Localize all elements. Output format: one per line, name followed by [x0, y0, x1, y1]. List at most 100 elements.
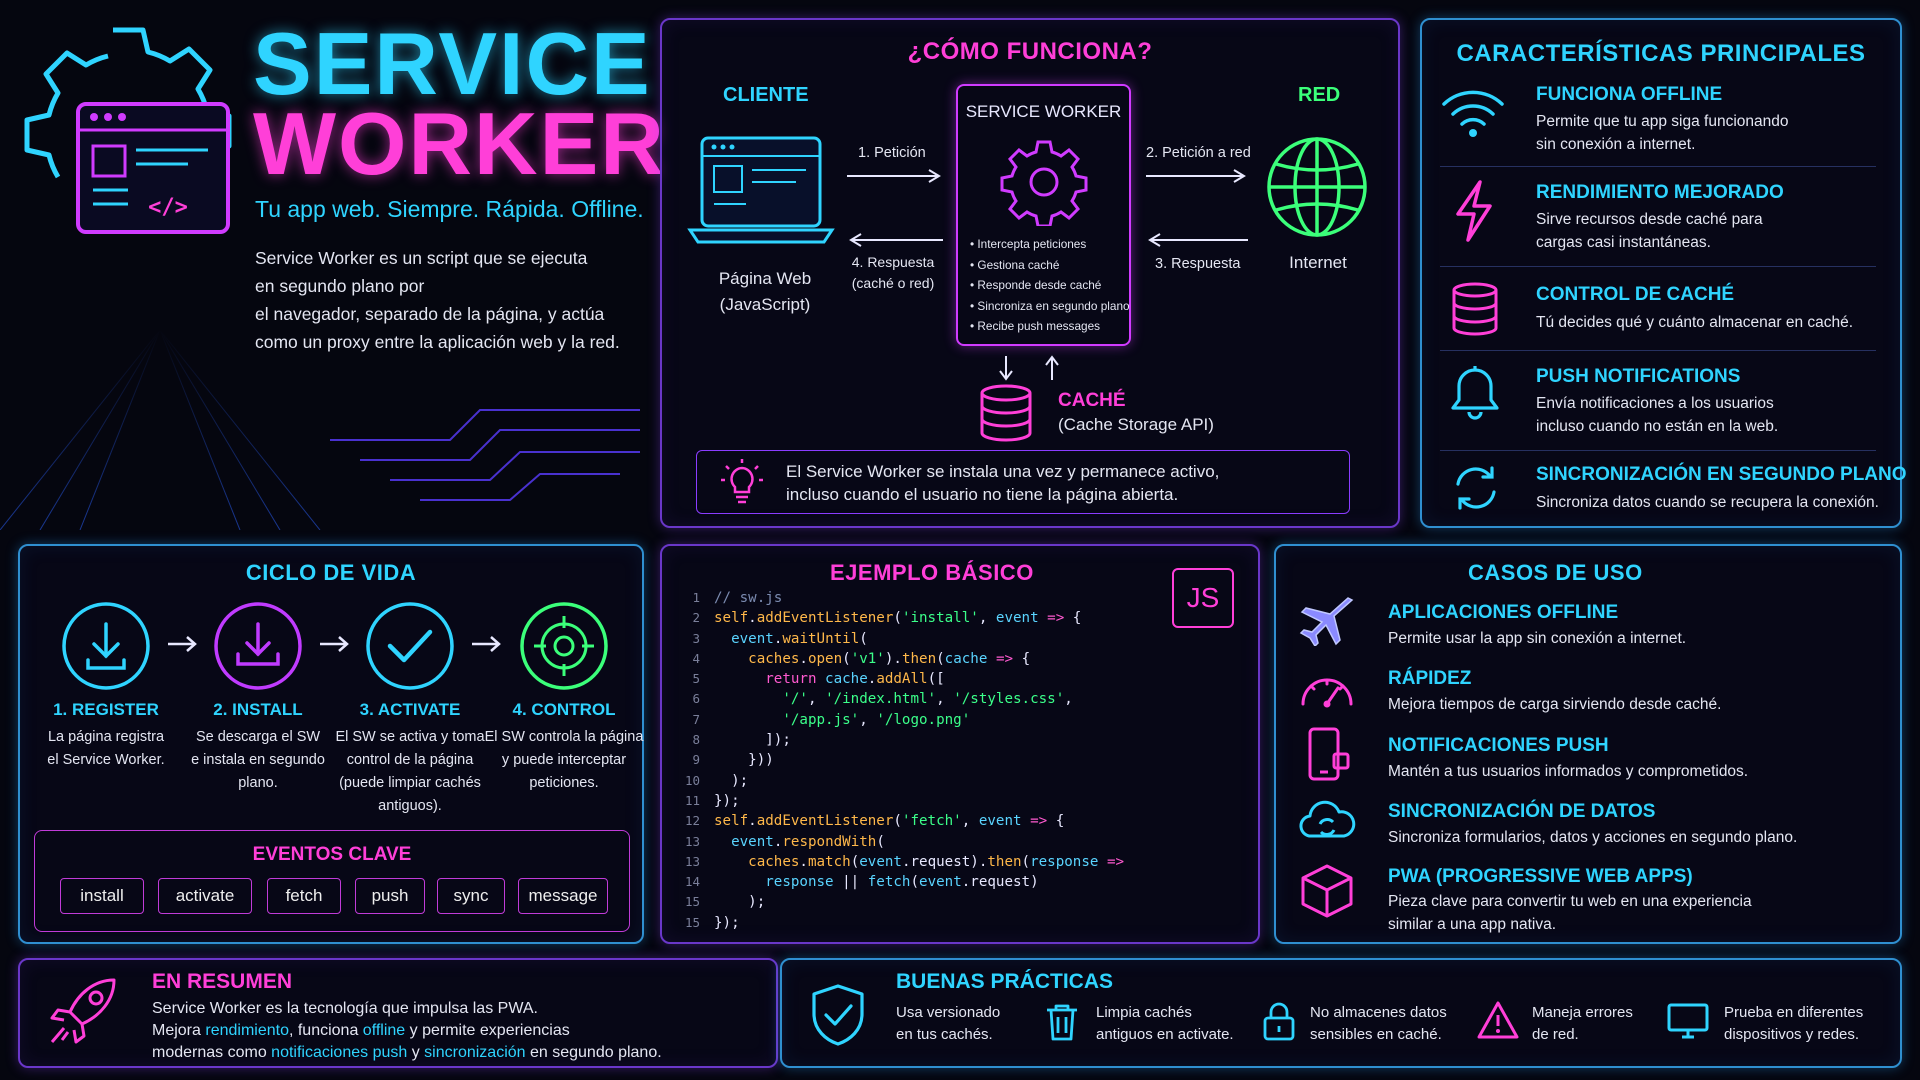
features-title: CARACTERÍSTICAS PRINCIPALES	[1456, 40, 1866, 67]
usecase-desc-line: Pieza clave para convertir tu web en una…	[1388, 893, 1752, 910]
internet-caption: Internet	[1289, 253, 1347, 272]
line-number: 14	[684, 874, 700, 890]
note-text: El Service Worker se instala una vez y p…	[786, 460, 1219, 506]
step-title: 2. INSTALL	[213, 700, 303, 719]
sw-point: • Responde desde caché	[970, 278, 1102, 293]
lifecycle-title: CICLO DE VIDA	[245, 560, 417, 585]
step-desc-line: La página registra	[47, 729, 165, 745]
client-caption: Página Web (JavaScript)	[700, 266, 830, 318]
sw-point: • Intercepta peticiones	[970, 237, 1087, 251]
event-tag[interactable]: sync	[437, 878, 505, 914]
code-line: response || fetch(event.request)	[765, 874, 1039, 891]
arrow-4-label: 4. Respuesta (caché o red)	[848, 252, 938, 294]
how-title: ¿CÓMO FUNCIONA?	[907, 38, 1153, 65]
code-line: );	[714, 772, 749, 789]
summary-text-span: y	[407, 1044, 425, 1061]
step-desc-line: Se descarga el SW	[195, 729, 321, 745]
feature-desc-line: sin conexión a internet.	[1536, 136, 1696, 153]
control-target-icon	[520, 602, 608, 690]
feature-desc: Tú decides qué y cuánto almacenar en cac…	[1536, 311, 1853, 334]
arrow-right-icon	[472, 636, 501, 652]
feature-title: RENDIMIENTO MEJORADO	[1536, 182, 1784, 203]
activate-check-icon	[366, 602, 454, 690]
register-icon	[62, 602, 150, 690]
red-label: RED	[1298, 84, 1341, 106]
line-number: 7	[692, 711, 700, 727]
cache-label: CACHÉ	[1058, 390, 1126, 411]
client-label: CLIENTE	[723, 84, 809, 106]
note-line: El Service Worker se instala una vez y p…	[786, 462, 1220, 481]
event-tag[interactable]: install	[60, 878, 144, 914]
summary-line: Mejora rendimiento, funciona offline y p…	[152, 1020, 662, 1042]
usecase-title: SINCRONIZACIÓN DE DATOS	[1388, 801, 1656, 822]
hero-tagline: Tu app web. Siempre. Rápida. Offline.	[255, 196, 644, 222]
usecase-desc: Pieza clave para convertir tu web en una…	[1388, 890, 1752, 936]
practice-line: Usa versionado	[896, 1004, 1001, 1021]
usecase-desc: Permite usar la app sin conexión a inter…	[1388, 630, 1687, 647]
note-box	[696, 450, 1350, 514]
monitor-icon	[1667, 1003, 1709, 1039]
practices-panel	[780, 958, 1902, 1068]
events-box	[34, 830, 630, 932]
feature-desc-line: Permite que tu app siga funcionando	[1536, 113, 1789, 130]
arrow-4-line: (caché o red)	[851, 275, 935, 291]
lightning-icon	[1456, 180, 1492, 242]
arrow-right-icon	[1146, 169, 1246, 183]
practice-line: Maneja errores	[1532, 1004, 1633, 1021]
sw-point: • Recibe push messages	[970, 319, 1101, 334]
feature-desc-line: Envía notificaciones a los usuarios	[1536, 395, 1774, 412]
line-number: 10	[684, 772, 700, 788]
feature-title: FUNCIONA OFFLINE	[1536, 84, 1723, 105]
feature-title: CONTROL DE CACHÉ	[1536, 284, 1735, 305]
event-tag[interactable]: message	[518, 878, 608, 914]
step-desc-line: el Service Worker.	[47, 752, 165, 768]
practice-line: No almacenes datos	[1310, 1004, 1447, 1021]
practice-line: en tus cachés.	[896, 1026, 993, 1043]
box-icon	[1301, 864, 1353, 918]
step-desc-line: control de la página	[346, 752, 474, 768]
event-tag[interactable]: fetch	[267, 878, 341, 914]
practice-line: dispositivos y redes.	[1724, 1026, 1860, 1043]
feature-desc-line: Sirve recursos desde caché para	[1536, 211, 1763, 228]
step-title: 4. CONTROL	[512, 700, 616, 719]
sw-point: • Gestiona caché	[970, 257, 1060, 272]
globe-icon	[1267, 137, 1367, 237]
usecase-title: APLICACIONES OFFLINE	[1388, 602, 1619, 623]
arrow-right-icon	[847, 169, 941, 183]
code-line: });	[714, 914, 740, 931]
code-line: ]);	[714, 732, 791, 749]
usecase-desc: Sincroniza formularios, datos y acciones…	[1388, 829, 1798, 846]
code-line: }))	[714, 752, 774, 769]
code-line: caches.open('v1').then(cache => {	[748, 650, 1031, 667]
usecase-desc: Mejora tiempos de carga sirviendo desde …	[1388, 696, 1722, 713]
summary-text-span: Mejora	[152, 1022, 206, 1039]
js-badge: JS	[1172, 568, 1234, 628]
practice-line: antiguos en activate.	[1096, 1026, 1234, 1043]
code-line: caches.match(event.request).then(respons…	[748, 853, 1125, 870]
summary-highlight: rendimiento	[205, 1022, 289, 1039]
database-icon	[980, 384, 1032, 442]
summary-line: modernas como notificaciones push y sinc…	[152, 1042, 662, 1064]
summary-highlight: offline	[362, 1022, 406, 1039]
note-line: incluso cuando el usuario no tiene la pá…	[786, 485, 1179, 504]
event-tag[interactable]: push	[355, 878, 425, 914]
event-tag[interactable]: activate	[158, 878, 252, 914]
summary-highlight: sincronización	[424, 1044, 526, 1061]
install-icon	[214, 602, 302, 690]
cloud-sync-icon	[1299, 800, 1356, 838]
code-line: );	[714, 894, 766, 911]
usecase-desc: Mantén a tus usuarios informados y compr…	[1388, 763, 1749, 780]
client-caption-line: (JavaScript)	[719, 295, 811, 314]
feature-title: PUSH NOTIFICATIONS	[1536, 366, 1741, 387]
wifi-icon	[1442, 90, 1504, 137]
gear-browser-logo: </>	[24, 27, 232, 234]
warning-icon	[1477, 1001, 1519, 1039]
usecase-title: RÁPIDEZ	[1388, 668, 1472, 689]
